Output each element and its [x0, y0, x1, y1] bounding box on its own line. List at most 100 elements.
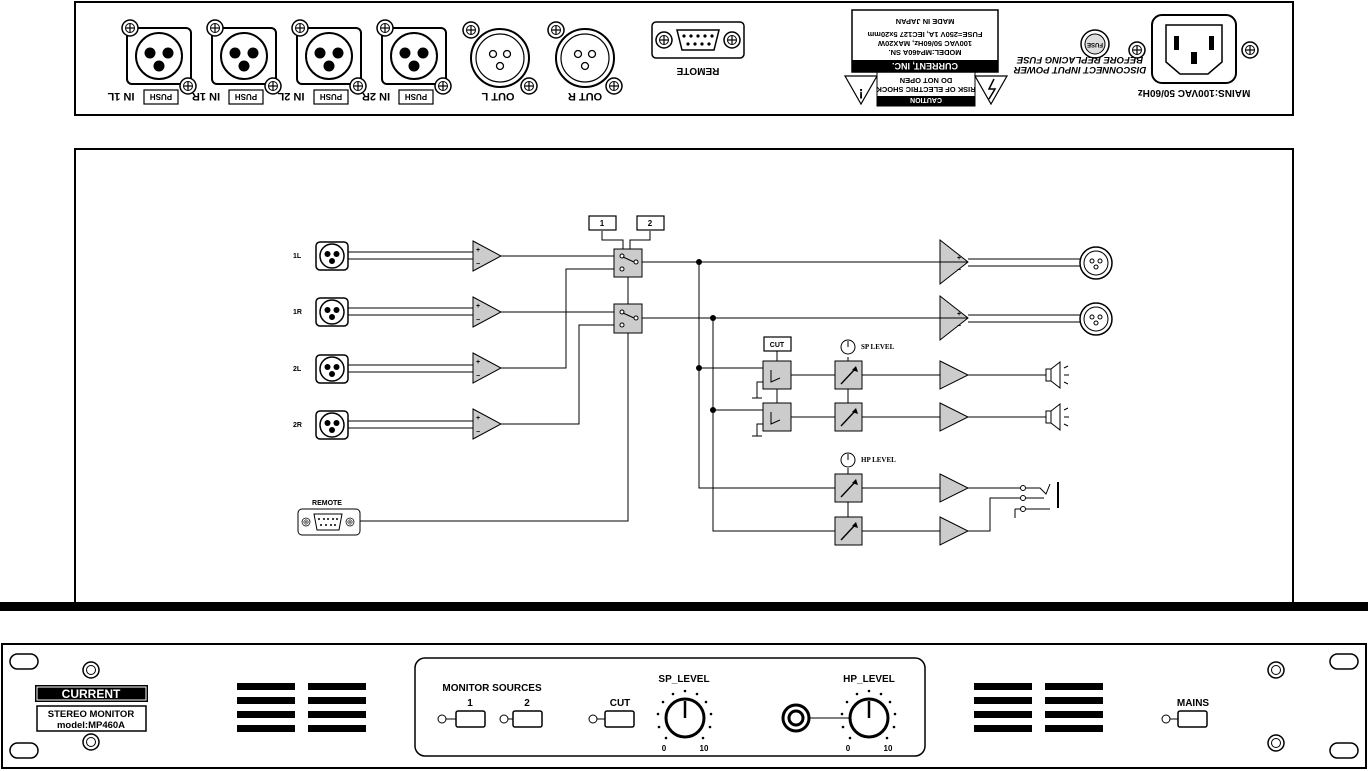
svg-text:100VAC 50/60Hz, MAX20W: 100VAC 50/60Hz, MAX20W — [877, 39, 972, 48]
rack-mount-slot — [1329, 653, 1359, 670]
rear-panel: PUSH IN 1L PUSH IN 1R PUSH IN 2L PUSH IN — [74, 1, 1294, 116]
mains-inlet: MAINS:100VAC 50/60Hz — [1128, 14, 1259, 98]
diagram-input-1r — [315, 297, 349, 327]
svg-text:1: 1 — [600, 219, 605, 228]
svg-text:+: + — [957, 255, 961, 262]
cut-button[interactable] — [604, 710, 635, 728]
diagram-source-button-1: 1 — [588, 215, 617, 231]
nameplate: CURRENT, INC. MODEL:MP460A SN. 100VAC 50… — [851, 9, 999, 73]
svg-text:FUSE=250V 1A, IEC127 5x20mm: FUSE=250V 1A, IEC127 5x20mm — [867, 30, 982, 39]
svg-text:+: + — [476, 247, 480, 254]
rack-mount-slot — [1329, 742, 1359, 759]
diagram-output-r — [1079, 302, 1113, 336]
power-amplifiers — [939, 360, 970, 546]
hp-level-knob[interactable] — [848, 697, 890, 739]
sp-level-max-label: 10 — [700, 744, 709, 753]
junction-dots — [696, 259, 716, 413]
fuse-holder: FUSE — [1080, 29, 1110, 59]
brand-name: CURRENT — [62, 687, 121, 701]
source-selector-switches — [613, 248, 643, 334]
mains-label: MAINS — [1177, 698, 1210, 709]
input-connector-2r: PUSH IN 2R — [362, 19, 452, 105]
diagram-remote-connector: REMOTE — [297, 500, 361, 536]
diagram-source-button-2: 2 — [636, 215, 665, 231]
svg-text:CUT: CUT — [770, 342, 785, 349]
svg-text:!: ! — [859, 86, 864, 102]
output-amplifiers: +−+− — [939, 238, 969, 342]
block-diagram: 1L 1R 2L 2R +− +− +− +− 1 — [74, 148, 1294, 605]
sp-level-scale-dots — [656, 689, 713, 740]
svg-text:−: − — [476, 317, 480, 324]
hp-level-label: HP_LEVEL — [843, 674, 895, 685]
speaker-icon — [1045, 402, 1069, 432]
diagram-input-2r — [315, 410, 349, 440]
svg-text:IN 2R: IN 2R — [362, 90, 390, 102]
source-1-button[interactable] — [455, 710, 486, 728]
svg-text:PUSH: PUSH — [320, 92, 342, 101]
remote-connector: REMOTE — [651, 21, 745, 76]
input-connector-1l: PUSH IN 1L — [107, 19, 197, 105]
monitor-sources-label: MONITOR SOURCES — [442, 683, 542, 694]
separator-bar — [0, 602, 1368, 611]
headphone-jack[interactable] — [781, 703, 852, 733]
diagram-input-1l — [315, 241, 349, 271]
svg-text:−: − — [476, 373, 480, 380]
svg-text:IN 2L: IN 2L — [277, 90, 304, 102]
svg-text:MODEL:MP460A SN.: MODEL:MP460A SN. — [888, 48, 961, 57]
sp-level-control: SP LEVEL — [834, 339, 895, 432]
input-label-1l: 1L — [293, 253, 302, 260]
mains-switch[interactable] — [1177, 710, 1208, 728]
speaker-icon — [1045, 360, 1069, 390]
diagram-output-l — [1079, 246, 1113, 280]
svg-text:DO NOT OPEN: DO NOT OPEN — [900, 76, 953, 85]
product-name: STEREO MONITOR — [48, 709, 135, 720]
rack-mount-slot — [9, 742, 39, 759]
svg-text:−: − — [957, 323, 961, 330]
hp-level-min-label: 0 — [846, 744, 851, 753]
sp-level-knob[interactable] — [664, 697, 706, 739]
cut-label: CUT — [610, 698, 631, 709]
input-label-2l: 2L — [293, 366, 302, 373]
svg-text:HP LEVEL: HP LEVEL — [861, 456, 896, 464]
cut-led — [588, 714, 605, 724]
input-amplifiers: +− +− +− +− — [472, 240, 503, 440]
svg-text:IN 1R: IN 1R — [192, 90, 220, 102]
input-connector-2l: PUSH IN 2L — [277, 19, 367, 105]
source-2-button[interactable] — [512, 710, 543, 728]
svg-text:RISK OF ELECTRIC SHOCK: RISK OF ELECTRIC SHOCK — [876, 85, 976, 94]
diagram-input-2l — [315, 354, 349, 384]
svg-text:PUSH: PUSH — [235, 92, 257, 101]
hp-level-scale-dots — [840, 689, 897, 740]
source-2-label: 2 — [524, 698, 530, 709]
output-connector-r: OUT R — [547, 21, 623, 102]
svg-text:MAINS:100VAC 50/60Hz: MAINS:100VAC 50/60Hz — [1138, 87, 1251, 98]
vent-grille — [974, 683, 1103, 732]
svg-text:OUT R: OUT R — [568, 90, 602, 102]
mains-led — [1161, 714, 1178, 724]
sp-level-label: SP_LEVEL — [658, 674, 709, 685]
brand-badge: CURRENT STEREO MONITOR model:MP460A — [35, 685, 148, 732]
rack-mount-slot — [9, 653, 39, 670]
front-panel: CURRENT STEREO MONITOR model:MP460A MONI… — [1, 643, 1367, 769]
signal-wires — [348, 231, 1080, 532]
source-1-label: 1 — [467, 698, 473, 709]
svg-text:FUSE: FUSE — [1087, 41, 1103, 47]
svg-text:CAUTION: CAUTION — [910, 96, 942, 103]
sp-level-min-label: 0 — [662, 744, 667, 753]
headphone-jack-icon — [1015, 482, 1059, 512]
svg-text:REMOTE: REMOTE — [676, 65, 719, 76]
input-connector-1r: PUSH IN 1R — [192, 19, 282, 105]
hp-level-control: HP LEVEL — [834, 452, 896, 546]
svg-text:OUT L: OUT L — [481, 90, 514, 102]
svg-text:+: + — [476, 415, 480, 422]
input-label-1r: 1R — [293, 309, 302, 316]
panel-screw-icon — [82, 661, 1285, 752]
output-connector-l: OUT L — [462, 21, 538, 102]
svg-text:PUSH: PUSH — [150, 92, 172, 101]
cut-switches — [762, 360, 792, 432]
svg-text:SP LEVEL: SP LEVEL — [861, 343, 895, 351]
svg-text:−: − — [957, 267, 961, 274]
svg-text:PUSH: PUSH — [405, 92, 427, 101]
fuse-warning: DISCONNECT INPUT POWER BEFORE REPLACING … — [1014, 54, 1147, 75]
